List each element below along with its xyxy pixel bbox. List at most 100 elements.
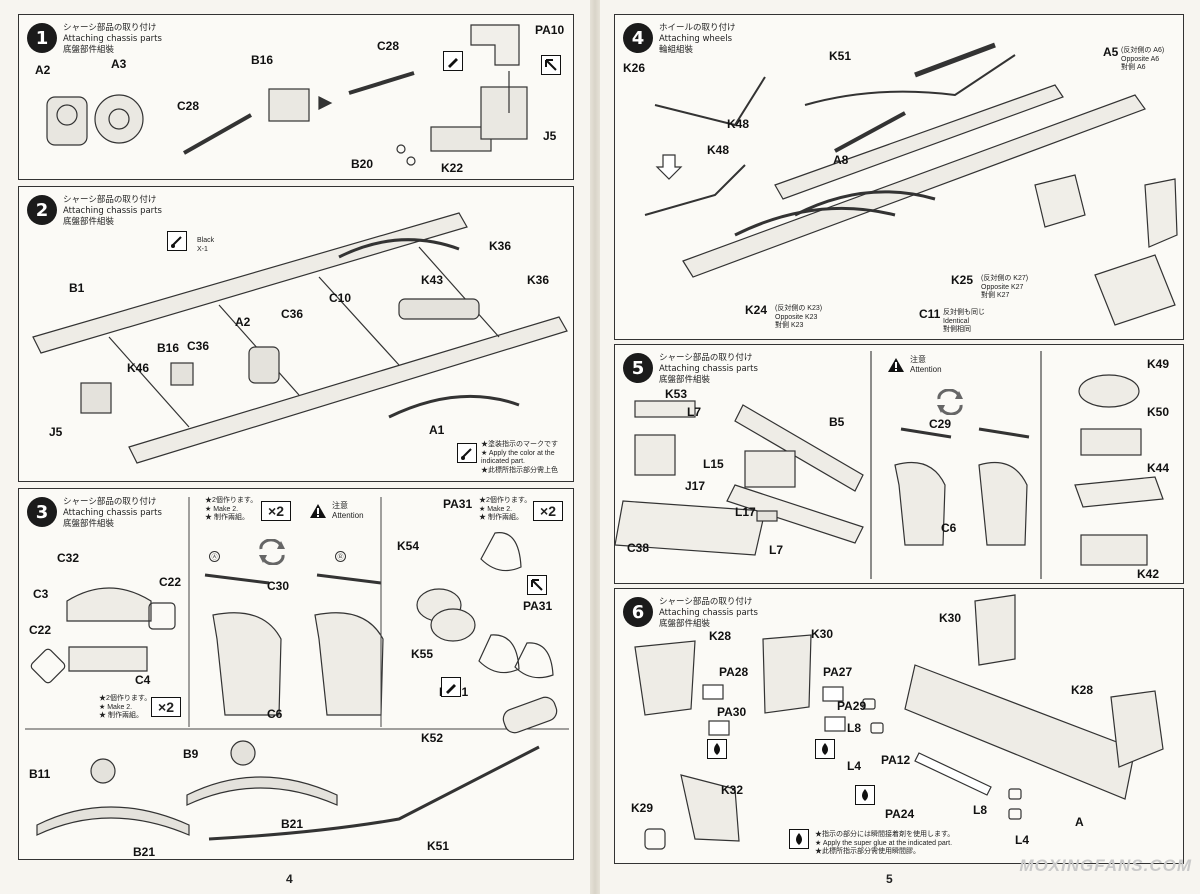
part-label: K43 — [421, 273, 444, 287]
part-label: L8 — [847, 721, 862, 735]
part-label: C6 — [941, 521, 957, 535]
part-label: J5 — [543, 129, 557, 143]
k24-opposite-note: (反対側の K23) Opposite K23 對側 K23 — [775, 305, 823, 329]
part-label: K22 — [441, 161, 464, 175]
part-label: A2 — [35, 63, 51, 77]
right-page: 4 ホイールの取り付け Attaching wheels 輪組組裝 K26 K4… — [600, 0, 1200, 894]
glue-drop-icon — [707, 739, 727, 759]
paint-dropper-icon — [443, 51, 463, 71]
step-3-panel: 3 シャーシ部品の取り付け Attaching chassis parts 底盤… — [18, 488, 574, 860]
part-label: K50 — [1147, 405, 1170, 419]
sub-step-a-marker: Ⓐ — [209, 551, 220, 562]
part-label: C38 — [627, 541, 650, 555]
part-label: A — [1075, 815, 1084, 829]
part-label: A3 — [111, 57, 127, 71]
step-4-panel: 4 ホイールの取り付け Attaching wheels 輪組組裝 K26 K4… — [614, 14, 1184, 340]
paint-brush-icon — [457, 443, 477, 463]
part-label: K26 — [623, 61, 646, 75]
part-label: C29 — [929, 417, 952, 431]
part-label: PA31 — [443, 497, 473, 511]
step-5-panel: 5 シャーシ部品の取り付け Attaching chassis parts 底盤… — [614, 344, 1184, 584]
part-label: L17 — [735, 505, 756, 519]
part-label: K46 — [127, 361, 150, 375]
step-6-panel: 6 シャーシ部品の取り付け Attaching chassis parts 底盤… — [614, 588, 1184, 864]
part-label: PA30 — [717, 705, 747, 719]
step-4-illustration — [644, 42, 1178, 326]
make-two-note: ★2個作ります。 ★ Make 2. ★ 制作兩組。 — [479, 497, 532, 521]
step-6-number: 6 — [623, 597, 653, 627]
make-two-note: ★2個作ります。 ★ Make 2. ★ 制作兩組。 — [99, 695, 152, 719]
part-label: PA12 — [881, 753, 911, 767]
step-3-illustration — [25, 497, 569, 841]
step-4-title: ホイールの取り付け Attaching wheels 輪組組裝 — [659, 23, 736, 55]
part-label: C4 — [135, 673, 151, 687]
part-label: K29 — [631, 801, 654, 815]
warning-icon — [888, 358, 904, 372]
part-label: B16 — [157, 341, 180, 355]
part-label: K42 — [1137, 567, 1160, 581]
paint-brush-icon — [167, 231, 187, 251]
part-label: B11 — [29, 767, 51, 781]
step-1-header: 1 シャーシ部品の取り付け Attaching chassis parts 底盤… — [27, 23, 162, 56]
part-label: C22 — [29, 623, 52, 637]
step-2-title: シャーシ部品の取り付け Attaching chassis parts 底盤部件… — [63, 195, 162, 227]
part-label: C28 — [177, 99, 200, 113]
glue-drop-icon — [789, 829, 809, 849]
step-5-title: シャーシ部品の取り付け Attaching chassis parts 底盤部件… — [659, 353, 758, 385]
paint-note: ★塗装指示のマークです ★ Apply the color at the ind… — [481, 441, 558, 474]
part-label: A8 — [833, 153, 849, 167]
part-label: L4 — [847, 759, 862, 773]
part-label: PA24 — [885, 807, 915, 821]
page-number: 5 — [886, 872, 893, 886]
part-label: K36 — [527, 273, 550, 287]
part-label: K55 — [411, 647, 434, 661]
step-3-number: 3 — [27, 497, 57, 527]
attention-warning: 注意 Attention — [887, 355, 942, 375]
part-label: B5 — [829, 415, 845, 429]
step-1-title: シャーシ部品の取り付け Attaching chassis parts 底盤部件… — [63, 23, 162, 55]
step-2-illustration — [32, 212, 568, 464]
part-label: K36 — [489, 239, 512, 253]
part-label: L15 — [703, 457, 724, 471]
part-label: J5 — [49, 425, 63, 439]
part-label: C22 — [159, 575, 182, 589]
part-label: K51 — [427, 839, 450, 853]
part-label: K32 — [721, 783, 744, 797]
part-label: K49 — [1147, 357, 1170, 371]
step-6-header: 6 シャーシ部品の取り付け Attaching chassis parts 底盤… — [623, 597, 758, 630]
k25-opposite-note: (反対側の K27) Opposite K27 對側 K27 — [981, 275, 1029, 299]
sticker-corner-icon — [541, 55, 561, 75]
part-label: PA10 — [535, 23, 565, 37]
step-2-number: 2 — [27, 195, 57, 225]
part-label: B21 — [133, 845, 156, 859]
step-4-header: 4 ホイールの取り付け Attaching wheels 輪組組裝 — [623, 23, 736, 56]
part-label: K28 — [709, 629, 732, 643]
part-label: L8 — [973, 803, 988, 817]
part-label: K30 — [811, 627, 834, 641]
sticker-corner-icon — [527, 575, 547, 595]
part-label: PA31 — [523, 599, 553, 613]
part-label: B20 — [351, 157, 374, 171]
step-3-title: シャーシ部品の取り付け Attaching chassis parts 底盤部件… — [63, 497, 162, 529]
part-label: L7 — [769, 543, 784, 557]
watermark-text: MOXINGFANS.COM — [1019, 856, 1192, 875]
part-label: A5 — [1103, 45, 1119, 59]
step-5-number: 5 — [623, 353, 653, 383]
part-label: A1 — [429, 423, 445, 437]
glue-drop-icon — [815, 739, 835, 759]
multiplier-badge: ×2 — [533, 501, 563, 521]
glue-drop-icon — [855, 785, 875, 805]
paint-color-code: X-1 — [197, 246, 208, 253]
part-label: B9 — [183, 747, 199, 761]
swap-arrows-icon — [937, 389, 963, 415]
swap-arrows-icon — [259, 539, 285, 565]
step-1-panel: 1 シャーシ部品の取り付け Attaching chassis parts 底盤… — [18, 14, 574, 180]
part-label: PA29 — [837, 699, 867, 713]
part-label: K25 — [951, 273, 974, 287]
part-label: C36 — [187, 339, 210, 353]
page-number: 4 — [286, 872, 293, 886]
step-6-illustration — [634, 594, 1164, 850]
a5-opposite-note: (反対側の A6) Opposite A6 對側 A6 — [1121, 47, 1165, 71]
part-label: B16 — [251, 53, 274, 67]
part-label: K28 — [1071, 683, 1094, 697]
